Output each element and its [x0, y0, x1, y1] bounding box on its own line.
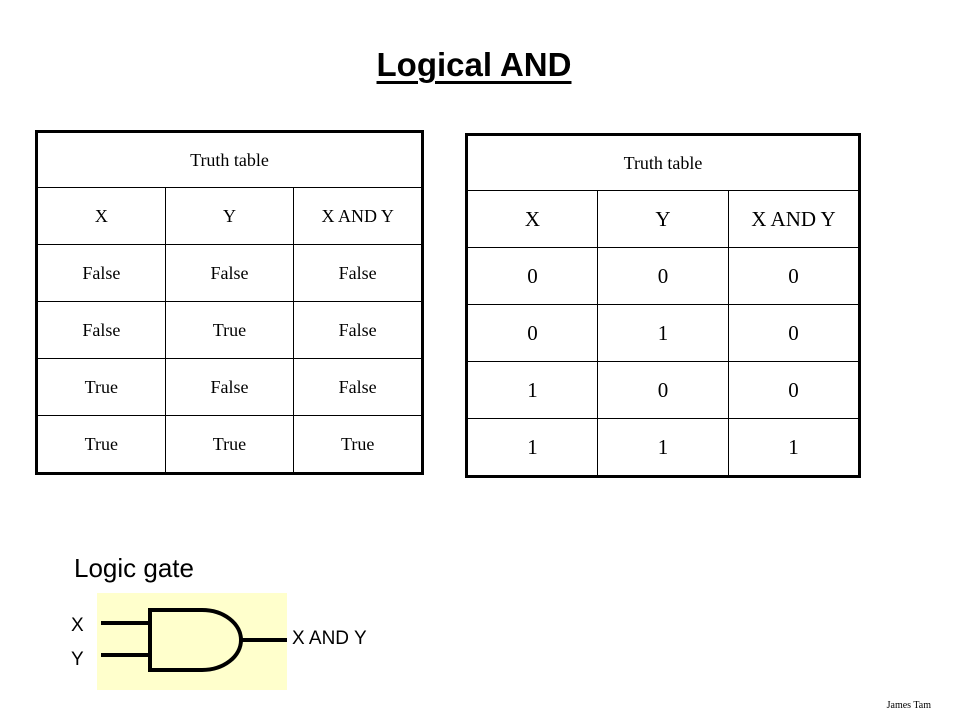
table-header-row: X Y X AND Y — [36, 187, 423, 245]
table-row: True False False — [36, 358, 423, 416]
table-cell: 0 — [466, 247, 598, 305]
table-cell: 0 — [728, 361, 860, 419]
column-header-result: X AND Y — [293, 187, 423, 245]
table-cell: 0 — [597, 247, 729, 305]
logic-gate-label: Logic gate — [74, 553, 194, 583]
table-cell: False — [293, 358, 423, 416]
table-caption-row: Truth table — [36, 131, 423, 188]
table-cell: False — [36, 244, 166, 302]
table-header-row: X Y X AND Y — [466, 190, 860, 248]
table-cell: 1 — [597, 418, 729, 477]
column-header-x: X — [36, 187, 166, 245]
table-caption: Truth table — [466, 134, 860, 191]
table-row: 0 1 0 — [466, 304, 860, 362]
table-cell: False — [293, 244, 423, 302]
table-cell: False — [293, 301, 423, 359]
table-cell: True — [36, 358, 166, 416]
table-row: True True True — [36, 415, 423, 474]
column-header-x: X — [466, 190, 598, 248]
table-cell: 1 — [728, 418, 860, 477]
page-title: Logical AND — [0, 46, 948, 84]
and-gate-icon — [148, 608, 243, 672]
table-cell: True — [293, 415, 423, 474]
table-row: 1 0 0 — [466, 361, 860, 419]
truth-table-boolean: Truth table X Y X AND Y False False Fals… — [35, 130, 424, 475]
table-cell: 1 — [466, 361, 598, 419]
table-cell: False — [36, 301, 166, 359]
table-row: 0 0 0 — [466, 247, 860, 305]
column-header-y: Y — [164, 187, 295, 245]
truth-table-numeric: Truth table X Y X AND Y 0 0 0 0 1 0 1 0 … — [465, 133, 861, 478]
table-cell: False — [164, 358, 295, 416]
table-cell: False — [164, 244, 295, 302]
table-cell: 1 — [466, 418, 598, 477]
title-text: Logical AND — [376, 46, 572, 83]
table-cell: 0 — [466, 304, 598, 362]
table-row: False True False — [36, 301, 423, 359]
table-cell: True — [164, 415, 295, 474]
table-cell: True — [164, 301, 295, 359]
table-cell: 0 — [728, 247, 860, 305]
table-caption-row: Truth table — [466, 134, 860, 191]
gate-output-label: X AND Y — [292, 628, 367, 649]
gate-input-y-label: Y — [71, 649, 84, 670]
table-cell: 0 — [597, 361, 729, 419]
gate-input-x-label: X — [71, 615, 84, 636]
table-cell: 1 — [597, 304, 729, 362]
and-gate-diagram — [101, 608, 287, 672]
column-header-y: Y — [597, 190, 729, 248]
table-caption: Truth table — [36, 131, 423, 188]
author-credit: James Tam — [886, 700, 931, 711]
table-cell: 0 — [728, 304, 860, 362]
table-row: False False False — [36, 244, 423, 302]
table-cell: True — [36, 415, 166, 474]
column-header-result: X AND Y — [728, 190, 860, 248]
table-row: 1 1 1 — [466, 418, 860, 477]
